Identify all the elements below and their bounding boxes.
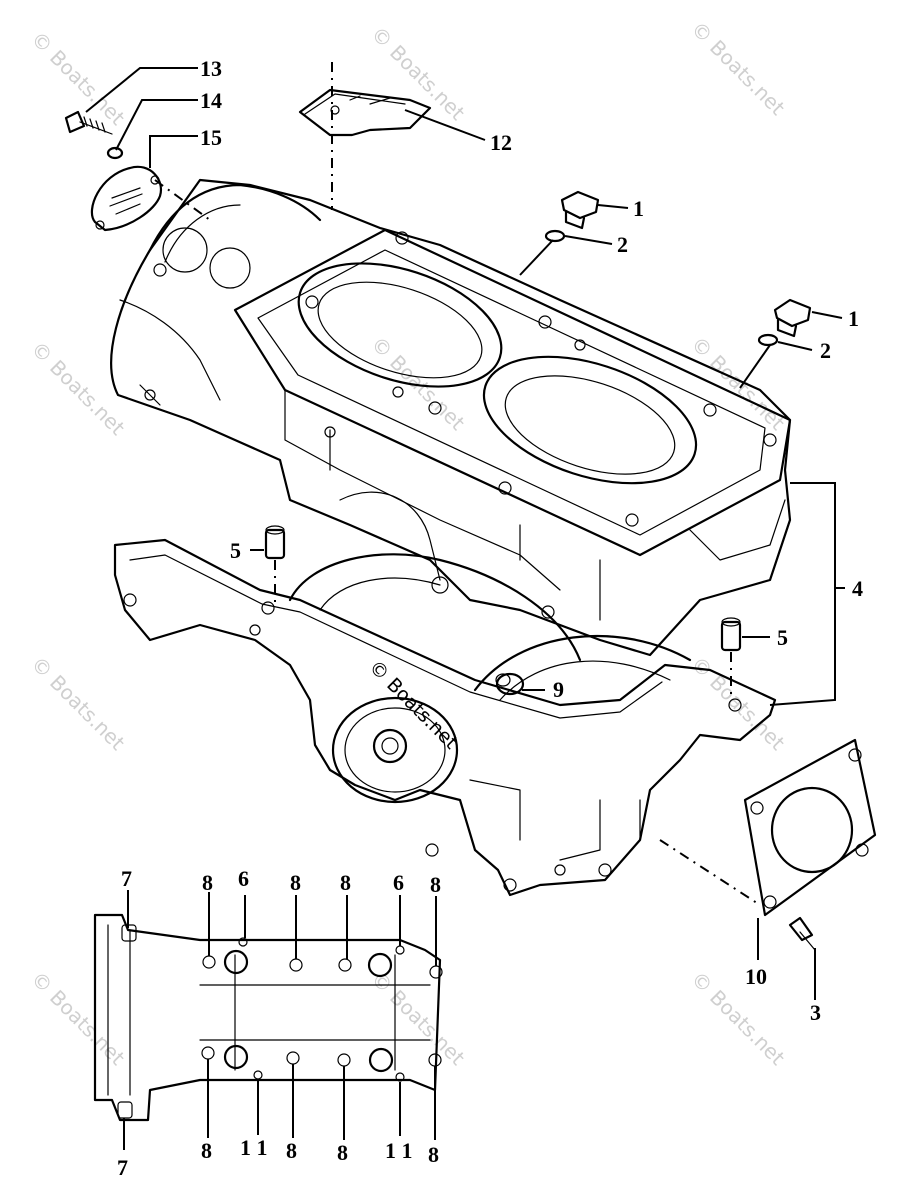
screw-3 [788,916,816,951]
watermark-text: © Boats.net [366,22,469,125]
callout-7: 7 [117,1155,128,1180]
callout-1: 1 [848,306,859,331]
callout-7: 7 [121,866,132,891]
upper-crankcase [110,178,792,657]
callout-5: 5 [777,625,788,650]
callout-11: 1 1 [240,1135,268,1160]
callout-15: 15 [200,125,222,150]
callout-13: 13 [200,56,222,81]
watermark-text: © Boats.net [26,967,129,1070]
callout-6: 6 [238,866,249,891]
watermark-text: © Boats.net [686,17,789,120]
callout-5: 5 [230,538,241,563]
bracket-12 [298,62,432,210]
callout-8: 8 [430,872,441,897]
callout-8: 8 [286,1138,297,1163]
callout-2: 2 [617,232,628,257]
bushing-9 [495,672,525,696]
callout-8: 8 [340,870,351,895]
dowel-5-right [720,617,742,695]
callout-6: 6 [393,870,404,895]
callout-9: 9 [553,677,564,702]
watermark-text: © Boats.net [366,332,469,435]
plug-set-a [544,190,600,243]
callout-8: 8 [337,1140,348,1165]
plug-set-b [757,298,812,347]
callout-11: 1 1 [385,1138,413,1163]
bottom-gasket-view [93,913,443,1122]
callout-2: 2 [820,338,831,363]
callout-8: 8 [201,1138,212,1163]
callout-8: 8 [428,1142,439,1167]
dowel-5-left [264,525,286,605]
callout-12: 12 [490,130,512,155]
callout-4: 4 [852,576,863,601]
callout-14: 14 [200,88,222,113]
lower-crankcase [113,538,777,897]
callout-8: 8 [202,870,213,895]
inspection-cover-group [64,110,211,232]
watermark-text: © Boats.net [366,967,469,1070]
center-stamp: © Boats.net [364,656,462,754]
center-stamp-text: © Boats.net [364,656,462,754]
exhaust-gasket-10 [659,738,877,917]
watermark-text: © Boats.net [686,967,789,1070]
callout-3: 3 [810,1000,821,1025]
callout-1: 1 [633,196,644,221]
callout-8: 8 [290,870,301,895]
watermark-text: © Boats.net [686,332,789,435]
callout-10: 10 [745,964,767,989]
callout-labels: 13 14 15 12 1 2 1 2 4 5 5 9 10 3 7 7 8 6… [117,56,863,1180]
watermark-text: © Boats.net [26,652,129,755]
leader-lines [85,67,845,1150]
